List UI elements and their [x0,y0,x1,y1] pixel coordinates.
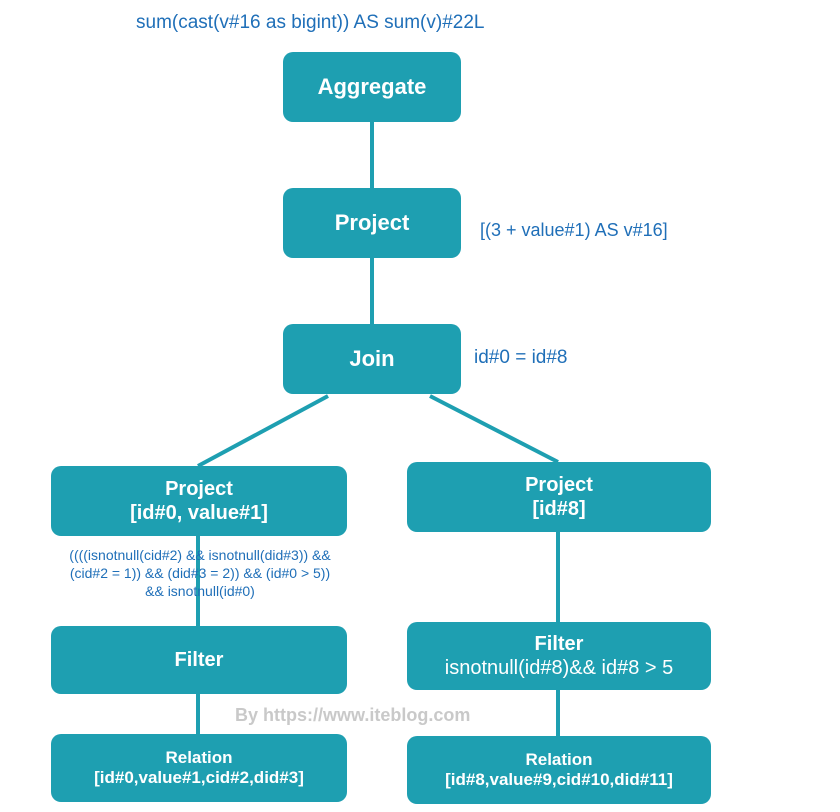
project-left-node-detail: [id#0, value#1] [130,502,268,524]
join-condition: id#0 = id#8 [474,347,568,368]
relation-right-node: Relation [id#8,value#9,cid#10,did#11] [407,736,711,804]
aggregate-node: Aggregate [283,52,461,122]
relation-right-node-label: Relation [525,749,593,769]
aggregate-expression: sum(cast(v#16 as bigint)) AS sum(v)#22L [136,12,485,33]
project-right-node-detail: [id#8] [532,498,586,520]
watermark-text: By https://www.iteblog.com [235,705,471,725]
project-left-node-label: Project [165,478,233,500]
edge-join-project-right [429,394,559,464]
project-right-node: Project [id#8] [407,462,711,532]
filter-right-node-detail: isnotnull(id#8)&& id#8 > 5 [444,657,674,679]
project-top-node-label: Project [334,209,410,235]
left-filter-condition-line: (cid#2 = 1)) && (did#3 = 2)) && (id#0 > … [69,565,331,582]
relation-right-node-detail: [id#8,value#9,cid#10,did#11] [445,770,673,789]
project-right-node-label: Project [525,474,593,496]
filter-left-node-label: Filter [174,649,224,671]
filter-left-node: Filter [51,626,347,694]
relation-left-node: Relation [id#0,value#1,cid#2,did#3] [51,734,347,802]
left-filter-condition: ((((isnotnull(cid#2) && isnotnull(did#3)… [0,546,400,601]
project-top-node: Project [283,188,461,258]
join-node-label: Join [349,345,395,371]
left-filter-condition-line: ((((isnotnull(cid#2) && isnotnull(did#3)… [69,547,331,563]
edge-join-project-left [197,394,329,468]
relation-left-node-label: Relation [165,747,233,767]
left-filter-condition-line: && isnotnull(id#0) [145,583,255,600]
aggregate-node-label: Aggregate [317,73,427,99]
filter-right-node-label: Filter [534,633,584,655]
join-node: Join [283,324,461,394]
relation-left-node-detail: [id#0,value#1,cid#2,did#3] [94,768,304,787]
project-left-node: Project [id#0, value#1] [51,466,347,536]
filter-right-node: Filter isnotnull(id#8)&& id#8 > 5 [407,622,711,690]
project-expression: [(3 + value#1) AS v#16] [480,220,668,240]
